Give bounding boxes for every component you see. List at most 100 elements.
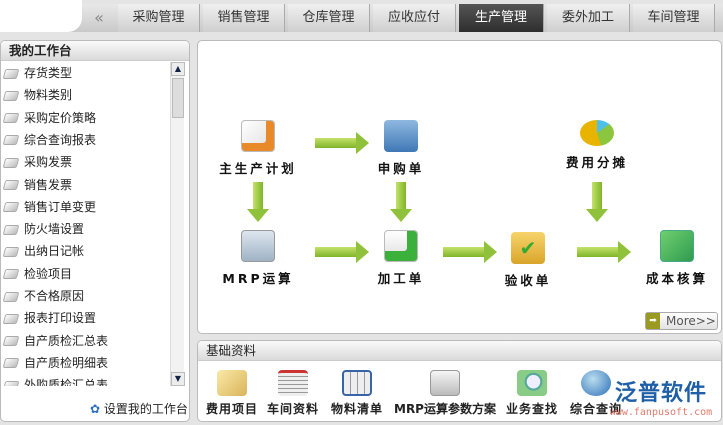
- document-icon: [2, 90, 20, 101]
- basic-data-title: 基础资料: [198, 341, 721, 361]
- workbench-item[interactable]: 自产质检汇总表: [2, 330, 108, 352]
- flow-node-cost-allocation[interactable]: 费用分摊: [547, 120, 647, 171]
- workbench-item[interactable]: 出纳日记帐: [2, 240, 85, 262]
- workbench-item[interactable]: 防火墙设置: [2, 218, 85, 240]
- gear-icon: ✿: [90, 402, 101, 416]
- add-document-icon: [384, 230, 418, 262]
- workbench-item-label: 销售发票: [24, 177, 73, 192]
- workbench-item[interactable]: 不合格原因: [2, 285, 85, 307]
- tab-sales[interactable]: 销售管理: [203, 4, 285, 32]
- basic-item-workshop[interactable]: 车间资料: [265, 370, 321, 417]
- more-button[interactable]: ➡More>>: [645, 312, 718, 330]
- workbench-item-label: 存货类型: [24, 66, 73, 80]
- flow-panel: [197, 40, 722, 334]
- workbench-item[interactable]: 检验项目: [2, 263, 73, 285]
- basic-item-expense[interactable]: 费用项目: [205, 370, 259, 417]
- brand-logo: 泛普软件 www.fanpusoft.com: [609, 381, 713, 418]
- arrow-icon: ➡: [646, 313, 660, 329]
- flow-node-mrp[interactable]: MRP运算: [208, 230, 308, 287]
- scroll-thumb[interactable]: [172, 78, 184, 118]
- document-icon: [2, 135, 20, 146]
- workbench-item[interactable]: 采购发票: [2, 151, 73, 173]
- document-icon: [2, 291, 20, 302]
- workbench-item-label: 不合格原因: [24, 289, 85, 303]
- document-icon: [2, 336, 20, 347]
- scroll-down-icon[interactable]: ▼: [171, 372, 185, 386]
- document-icon: [2, 358, 20, 369]
- document-icon: [2, 246, 20, 257]
- calculator-icon: [660, 230, 694, 262]
- document-icon: [2, 269, 20, 280]
- monitor-icon: [241, 230, 275, 262]
- pie-chart-icon: [580, 120, 614, 146]
- workbench-panel: 我的工作台: [0, 40, 190, 422]
- scrollbar[interactable]: ▲ ▼: [170, 62, 185, 386]
- basic-item-bom[interactable]: 物料清单: [329, 370, 385, 417]
- flow-node-processing-order[interactable]: 加工单: [351, 230, 451, 287]
- flow-node-cost-accounting[interactable]: 成本核算: [627, 230, 723, 287]
- workbench-item[interactable]: 综合查询报表: [2, 129, 97, 151]
- workbench-title: 我的工作台: [1, 41, 189, 61]
- workbench-item-label: 综合查询报表: [24, 132, 97, 147]
- workbench-item-label: 外购质检汇总表: [24, 378, 109, 386]
- workbench-item[interactable]: 自产质检明细表: [2, 352, 109, 374]
- workbench-item-label: 出纳日记帐: [24, 244, 85, 259]
- workbench-item[interactable]: 销售发票: [2, 174, 73, 196]
- flow-node-acceptance[interactable]: ✔验收单: [478, 232, 578, 289]
- magnifier-icon: [517, 370, 547, 396]
- printer-icon: [430, 370, 460, 396]
- workbench-item-label: 采购定价策略: [24, 110, 97, 125]
- document-icon: [2, 113, 20, 124]
- arrow-right-icon: [315, 132, 369, 154]
- arrow-down-icon: [586, 182, 608, 222]
- workbench-item-label: 防火墙设置: [24, 222, 85, 237]
- basic-item-search[interactable]: 业务查找: [505, 370, 559, 417]
- workbench-item-label: 检验项目: [24, 266, 73, 281]
- workbench-item-label: 销售订单变更: [24, 199, 97, 214]
- workbench-item[interactable]: 外购质检汇总表: [2, 374, 109, 386]
- flow-node-purchase-request[interactable]: 申购单: [351, 120, 451, 177]
- tab-receivables[interactable]: 应收应付: [373, 4, 456, 32]
- tab-purchase[interactable]: 采购管理: [118, 4, 200, 32]
- flow-node-master-plan[interactable]: 主生产计划: [208, 120, 308, 177]
- tab-outsourcing[interactable]: 委外加工: [547, 4, 630, 32]
- logo-area: [0, 0, 82, 32]
- documents-icon: [278, 370, 308, 396]
- basic-item-mrp-params[interactable]: MRP运算参数方案: [390, 370, 500, 417]
- workbench-item[interactable]: 报表打印设置: [2, 307, 97, 329]
- collapse-icon[interactable]: «: [94, 8, 104, 27]
- workbench-item-label: 采购发票: [24, 155, 73, 170]
- check-folder-icon: ✔: [511, 232, 545, 264]
- document-icon: [2, 380, 20, 386]
- workbench-item[interactable]: 销售订单变更: [2, 196, 97, 218]
- scroll-up-icon[interactable]: ▲: [171, 62, 185, 76]
- document-icon: [2, 68, 20, 79]
- arrow-right-icon: [443, 241, 497, 263]
- settings-link-label: 设置我的工作台: [103, 402, 188, 416]
- document-icon: [2, 224, 20, 235]
- arrow-right-icon: [577, 241, 631, 263]
- arrow-right-icon: [315, 241, 369, 263]
- workbench-item-label: 物料类别: [24, 88, 73, 103]
- plan-icon: [241, 120, 275, 152]
- workbench-item-label: 自产质检明细表: [24, 355, 109, 370]
- tab-workshop[interactable]: 车间管理: [633, 4, 715, 32]
- globe-icon: [581, 370, 611, 396]
- document-icon: [2, 313, 20, 324]
- document-icon: [2, 157, 20, 168]
- tab-warehouse[interactable]: 仓库管理: [288, 4, 370, 32]
- folder-icon: [384, 120, 418, 152]
- tab-production[interactable]: 生产管理: [459, 4, 544, 32]
- basic-item-query[interactable]: 综合查询: [568, 370, 624, 417]
- workbench-item[interactable]: 存货类型: [2, 62, 73, 84]
- document-icon: [2, 180, 20, 190]
- arrow-down-icon: [247, 182, 269, 222]
- table-icon: [342, 370, 372, 396]
- workbench-item[interactable]: 物料类别: [2, 84, 73, 106]
- workbench-item[interactable]: 采购定价策略: [2, 107, 97, 129]
- document-icon: [2, 202, 20, 213]
- folder-icon: [217, 370, 247, 396]
- arrow-down-icon: [390, 182, 412, 222]
- settings-link[interactable]: ✿ 设置我的工作台: [90, 400, 188, 417]
- workbench-item-label: 报表打印设置: [24, 311, 97, 326]
